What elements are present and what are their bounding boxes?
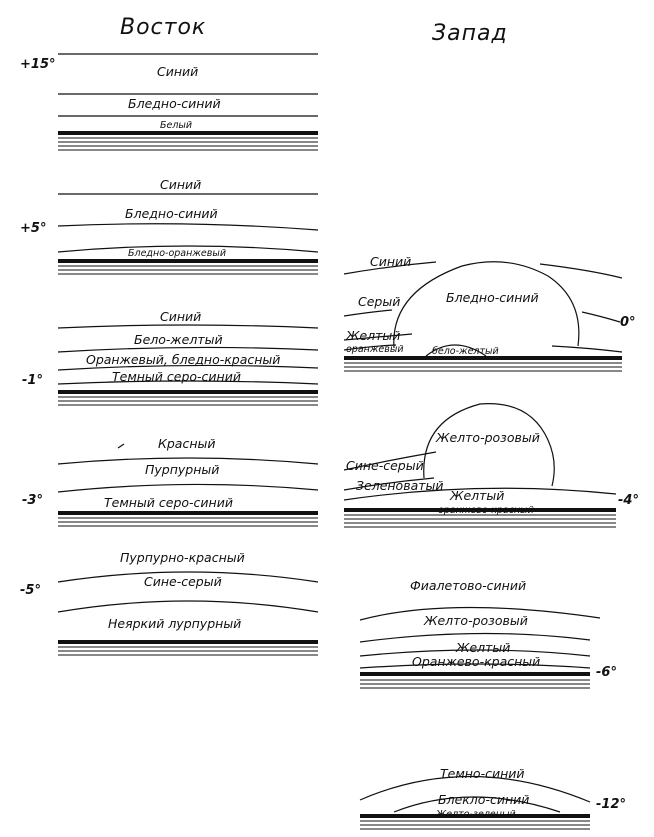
layer-label: Бледно-оранжевый (128, 248, 226, 259)
altitude-label: -4° (618, 493, 639, 508)
layer-label: Бело-желтый (134, 332, 223, 347)
ground-hatching (344, 356, 622, 371)
layer-label: Пурпурный (145, 462, 219, 477)
layer-label: Желтый (345, 328, 400, 343)
layer-label: Бледно-синий (446, 290, 539, 305)
layer-label: Бледно-синий (128, 96, 221, 111)
layer-label: Пурпурно-красный (120, 550, 245, 565)
layer-label: Белый (160, 120, 192, 131)
east-header: Восток (120, 15, 206, 40)
layer-label: Темный серо-синий (104, 495, 233, 510)
layer-boundary (582, 312, 620, 322)
altitude-label: -3° (22, 493, 43, 508)
west-panel-minus4: -4° Желто-розовый Сине-серый Зеленоватый… (344, 404, 639, 527)
east-panel-minus1: -1° Синий Бело-желтый Оранжевый, бледно-… (22, 309, 318, 405)
layer-boundary (58, 224, 318, 230)
layer-label: Желтый (455, 640, 510, 655)
altitude-label: -12° (596, 797, 626, 812)
layer-label: Оранжевый, бледно-красный (86, 352, 280, 367)
altitude-label: -5° (20, 583, 41, 598)
layer-boundary (552, 346, 622, 352)
altitude-label: 0° (620, 315, 636, 330)
east-panel-minus5: -5° Пурпурно-красный Сине-серый Неяркий … (20, 550, 318, 655)
layer-label: Бледно-синий (125, 206, 218, 221)
layer-label: Зеленоватый (356, 478, 444, 493)
layer-label: Серый (358, 294, 400, 309)
layer-label: Синий (370, 254, 411, 269)
west-header: Запад (432, 21, 508, 46)
layer-label: Блекло-синий (438, 792, 529, 807)
ground-hatching (58, 131, 318, 150)
layer-label: бело-желтый (432, 346, 499, 357)
west-panel-0: 0° Синий Серый Бледно-синий Желтый оранж… (344, 254, 636, 371)
east-panel-minus3: -3° Красный Пурпурный Темный серо-синий (22, 436, 318, 526)
layer-label: Сине-серый (346, 458, 424, 473)
layer-boundary (540, 264, 622, 278)
ground-hatching (58, 259, 318, 274)
layer-boundary (58, 601, 318, 612)
layer-label: Фиалетово-синий (410, 578, 526, 593)
altitude-label: +5° (20, 221, 46, 236)
layer-label: Желто-зеленый (435, 809, 516, 820)
layer-label: Сине-серый (144, 574, 222, 589)
layer-label: оранжевый (346, 344, 404, 355)
layer-label: Темно-синий (440, 766, 525, 781)
layer-label: Неяркий лурпурный (108, 616, 241, 631)
layer-label: Темный серо-синий (112, 369, 241, 384)
ground-hatching (58, 511, 318, 526)
layer-label: Синий (160, 177, 201, 192)
layer-label: Желтый (449, 488, 504, 503)
west-panel-minus6: -6° Фиалетово-синий Желто-розовый Желтый… (360, 578, 617, 688)
layer-boundary (58, 325, 318, 328)
west-panel-minus12: -12° Темно-синий Блекло-синий Желто-зеле… (360, 766, 626, 829)
layer-label: Желто-розовый (435, 430, 540, 445)
layer-label: Синий (157, 64, 198, 79)
altitude-label: -1° (22, 373, 43, 388)
small-tick-mark (118, 444, 124, 448)
altitude-label: +15° (20, 57, 55, 72)
layer-label: Синий (160, 309, 201, 324)
layer-label: Красный (158, 436, 216, 451)
east-panel-plus5: +5° Синий Бледно-синий Бледно-оранжевый (20, 177, 318, 274)
layer-boundary (58, 484, 318, 492)
altitude-label: -6° (596, 665, 617, 680)
ground-hatching (360, 672, 590, 688)
east-panel-plus15: +15° Синий Бледно-синий Белый (20, 54, 318, 150)
ground-hatching (58, 640, 318, 655)
layer-label: оранжево-красный (438, 505, 534, 516)
layer-label: Оранжево-красный (412, 654, 540, 669)
layer-label: Желто-розовый (423, 613, 528, 628)
layer-boundary (344, 310, 392, 316)
ground-hatching (58, 390, 318, 405)
